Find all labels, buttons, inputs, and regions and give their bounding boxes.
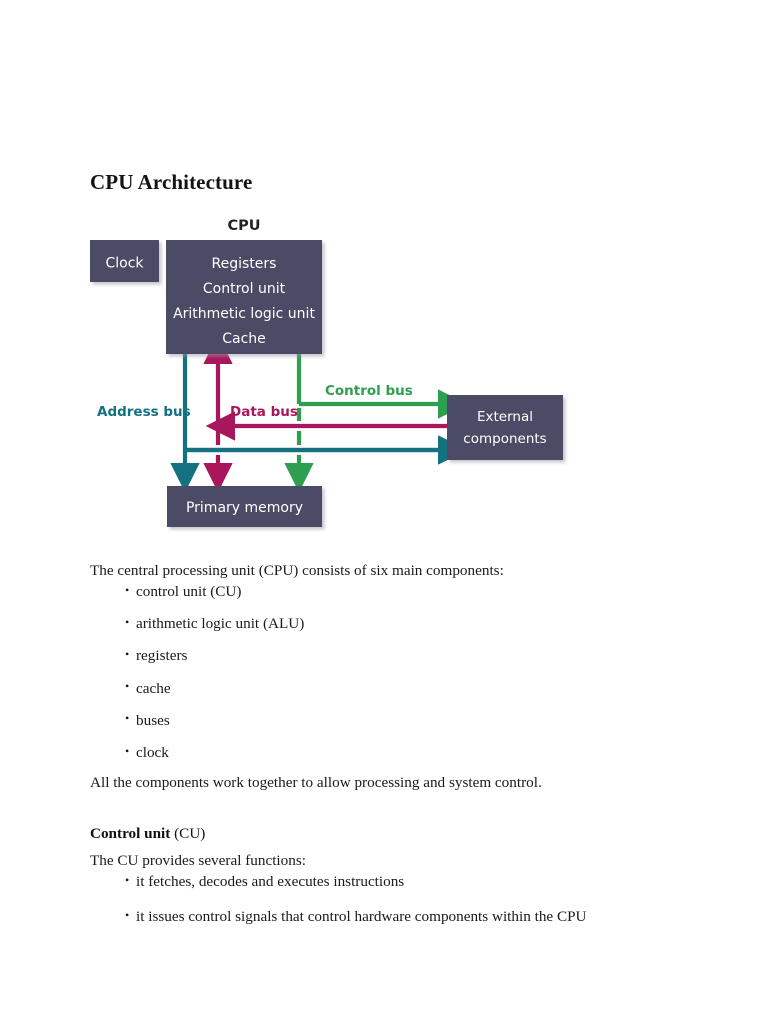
bus-label-control: Control bus <box>325 383 413 399</box>
box-primary-memory-label: Primary memory <box>186 500 303 516</box>
box-cpu-line-control-unit: Control unit <box>203 281 286 297</box>
data-bus-path <box>203 334 451 493</box>
components-bullet-list: control unit (CU) arithmetic logic unit … <box>125 582 304 762</box>
summary-paragraph: All the components work together to allo… <box>90 774 542 792</box>
list-item: it issues control signals that control h… <box>125 908 587 926</box>
cpu-architecture-diagram: CPU <box>85 208 585 538</box>
list-item: cache <box>125 679 304 698</box>
box-cpu-line-cache: Cache <box>222 331 266 347</box>
section-lead-paragraph: The CU provides several functions: <box>90 852 306 870</box>
box-clock-label: Clock <box>105 256 144 272</box>
section-heading-regular-part: (CU) <box>170 825 206 843</box>
list-item: clock <box>125 744 304 762</box>
bus-label-data: Data bus <box>230 404 298 420</box>
box-cpu-line-alu: Arithmetic logic unit <box>173 306 315 322</box>
box-cpu-line-registers: Registers <box>212 256 277 272</box>
section-heading-bold-part: Control unit <box>90 825 171 843</box>
address-bus-path <box>170 354 468 493</box>
list-item: arithmetic logic unit (ALU) <box>125 615 304 633</box>
box-cpu: Registers Control unit Arithmetic logic … <box>166 240 322 354</box>
bus-label-address: Address bus <box>97 404 191 420</box>
control-bus-path <box>284 354 468 493</box>
list-item: it fetches, decodes and executes instruc… <box>125 872 587 891</box>
box-primary-memory: Primary memory <box>167 486 322 527</box>
section-heading-control-unit: Control unit (CU) <box>90 825 205 843</box>
diagram-label-cpu: CPU <box>227 218 260 234</box>
page-title: CPU Architecture <box>90 170 253 194</box>
box-external-line-1: External <box>477 409 533 425</box>
box-external-line-2: components <box>463 431 546 447</box>
list-item: buses <box>125 711 304 730</box>
cu-functions-bullet-list: it fetches, decodes and executes instruc… <box>125 872 587 943</box>
list-item: control unit (CU) <box>125 582 304 601</box>
diagram-canvas: CPU <box>90 218 563 527</box>
list-item: registers <box>125 647 304 665</box>
box-external-components: External components <box>447 395 563 460</box>
box-clock: Clock <box>90 240 159 282</box>
intro-paragraph: The central processing unit (CPU) consis… <box>90 562 504 580</box>
